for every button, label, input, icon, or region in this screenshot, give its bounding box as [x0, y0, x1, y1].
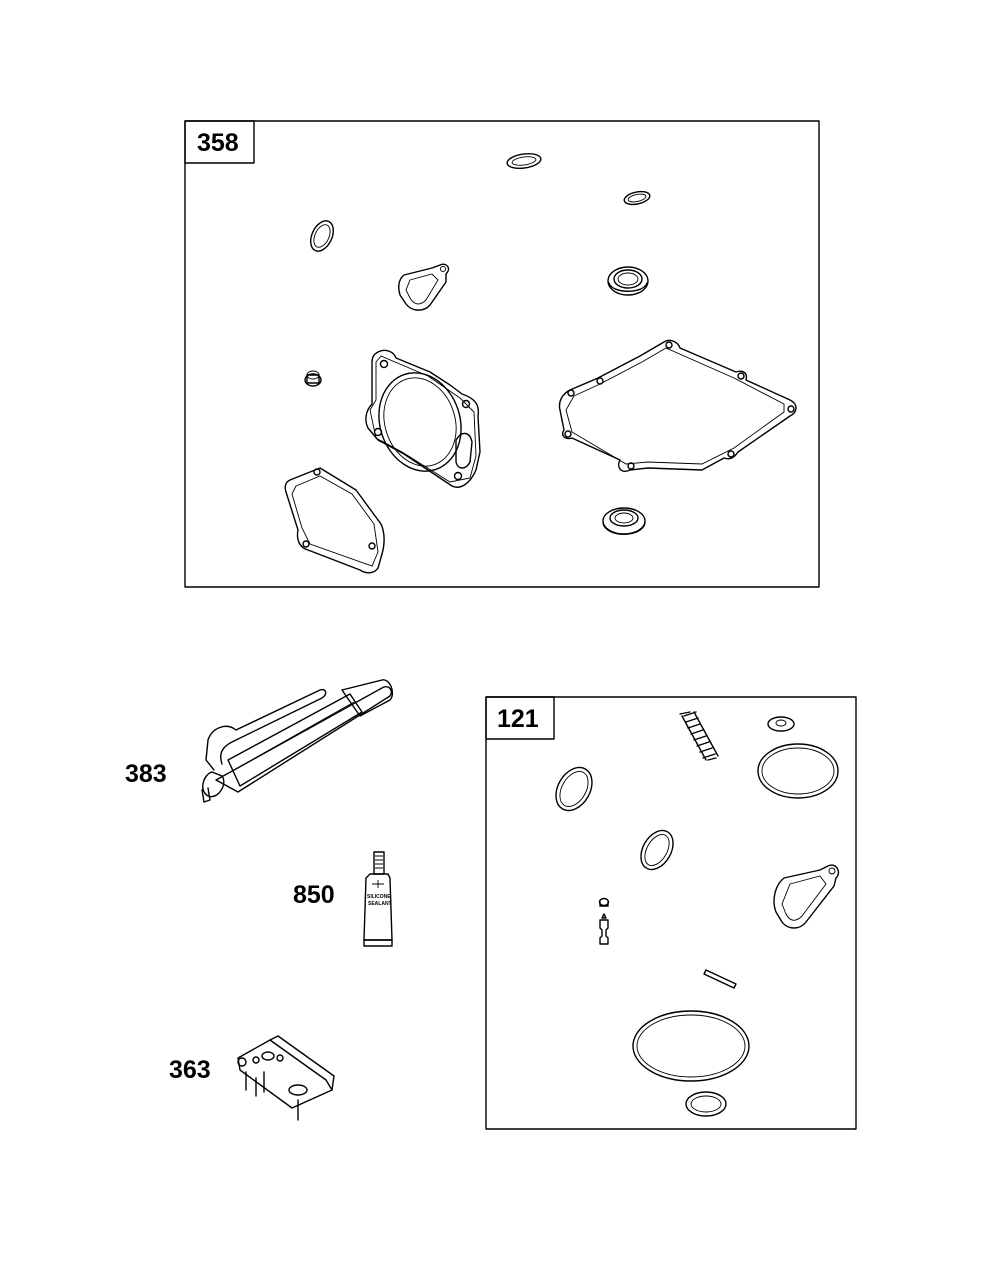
o-ring-left [309, 220, 335, 252]
o-ring-large [555, 766, 593, 812]
bowl-gasket [757, 743, 839, 799]
washer-small [767, 716, 795, 732]
kit-121-panel: 121 [485, 696, 857, 1130]
o-ring-small [623, 190, 651, 206]
crankcase-gasket [558, 339, 797, 472]
part-363-label: 363 [169, 1056, 211, 1084]
tube-text-line1: SILICONE [367, 894, 391, 900]
inlet-needle-seat [598, 897, 610, 907]
cylinder-head-gasket [365, 349, 481, 488]
part-383-label: 383 [125, 760, 167, 788]
valve-cover-gasket [284, 467, 385, 574]
oil-seal-top [607, 266, 649, 296]
gauge-tool: 363 [169, 1035, 335, 1121]
tube-text-line2: SEALANT [368, 901, 392, 907]
washer-bottom [685, 1091, 727, 1117]
kit-358-panel: 358 [184, 120, 820, 588]
governor-spring [679, 711, 719, 761]
part-850-label: 850 [293, 881, 335, 909]
float-bowl-o-ring [632, 1010, 750, 1082]
o-ring-medium [640, 829, 674, 871]
kit-121-label: 121 [497, 705, 539, 733]
spark-plug-wrench: 383 [125, 679, 394, 803]
intake-gasket [398, 263, 450, 311]
o-ring-top [506, 152, 542, 170]
silicone-sealant-tube: 850 SILICONE SEALANT [293, 851, 393, 947]
inlet-needle [599, 913, 609, 945]
oil-seal-bottom [602, 507, 646, 535]
carb-intake-gasket [773, 864, 840, 929]
valve-fitting [304, 370, 322, 387]
kit-358-label: 358 [197, 129, 239, 157]
float-pin [703, 969, 737, 989]
